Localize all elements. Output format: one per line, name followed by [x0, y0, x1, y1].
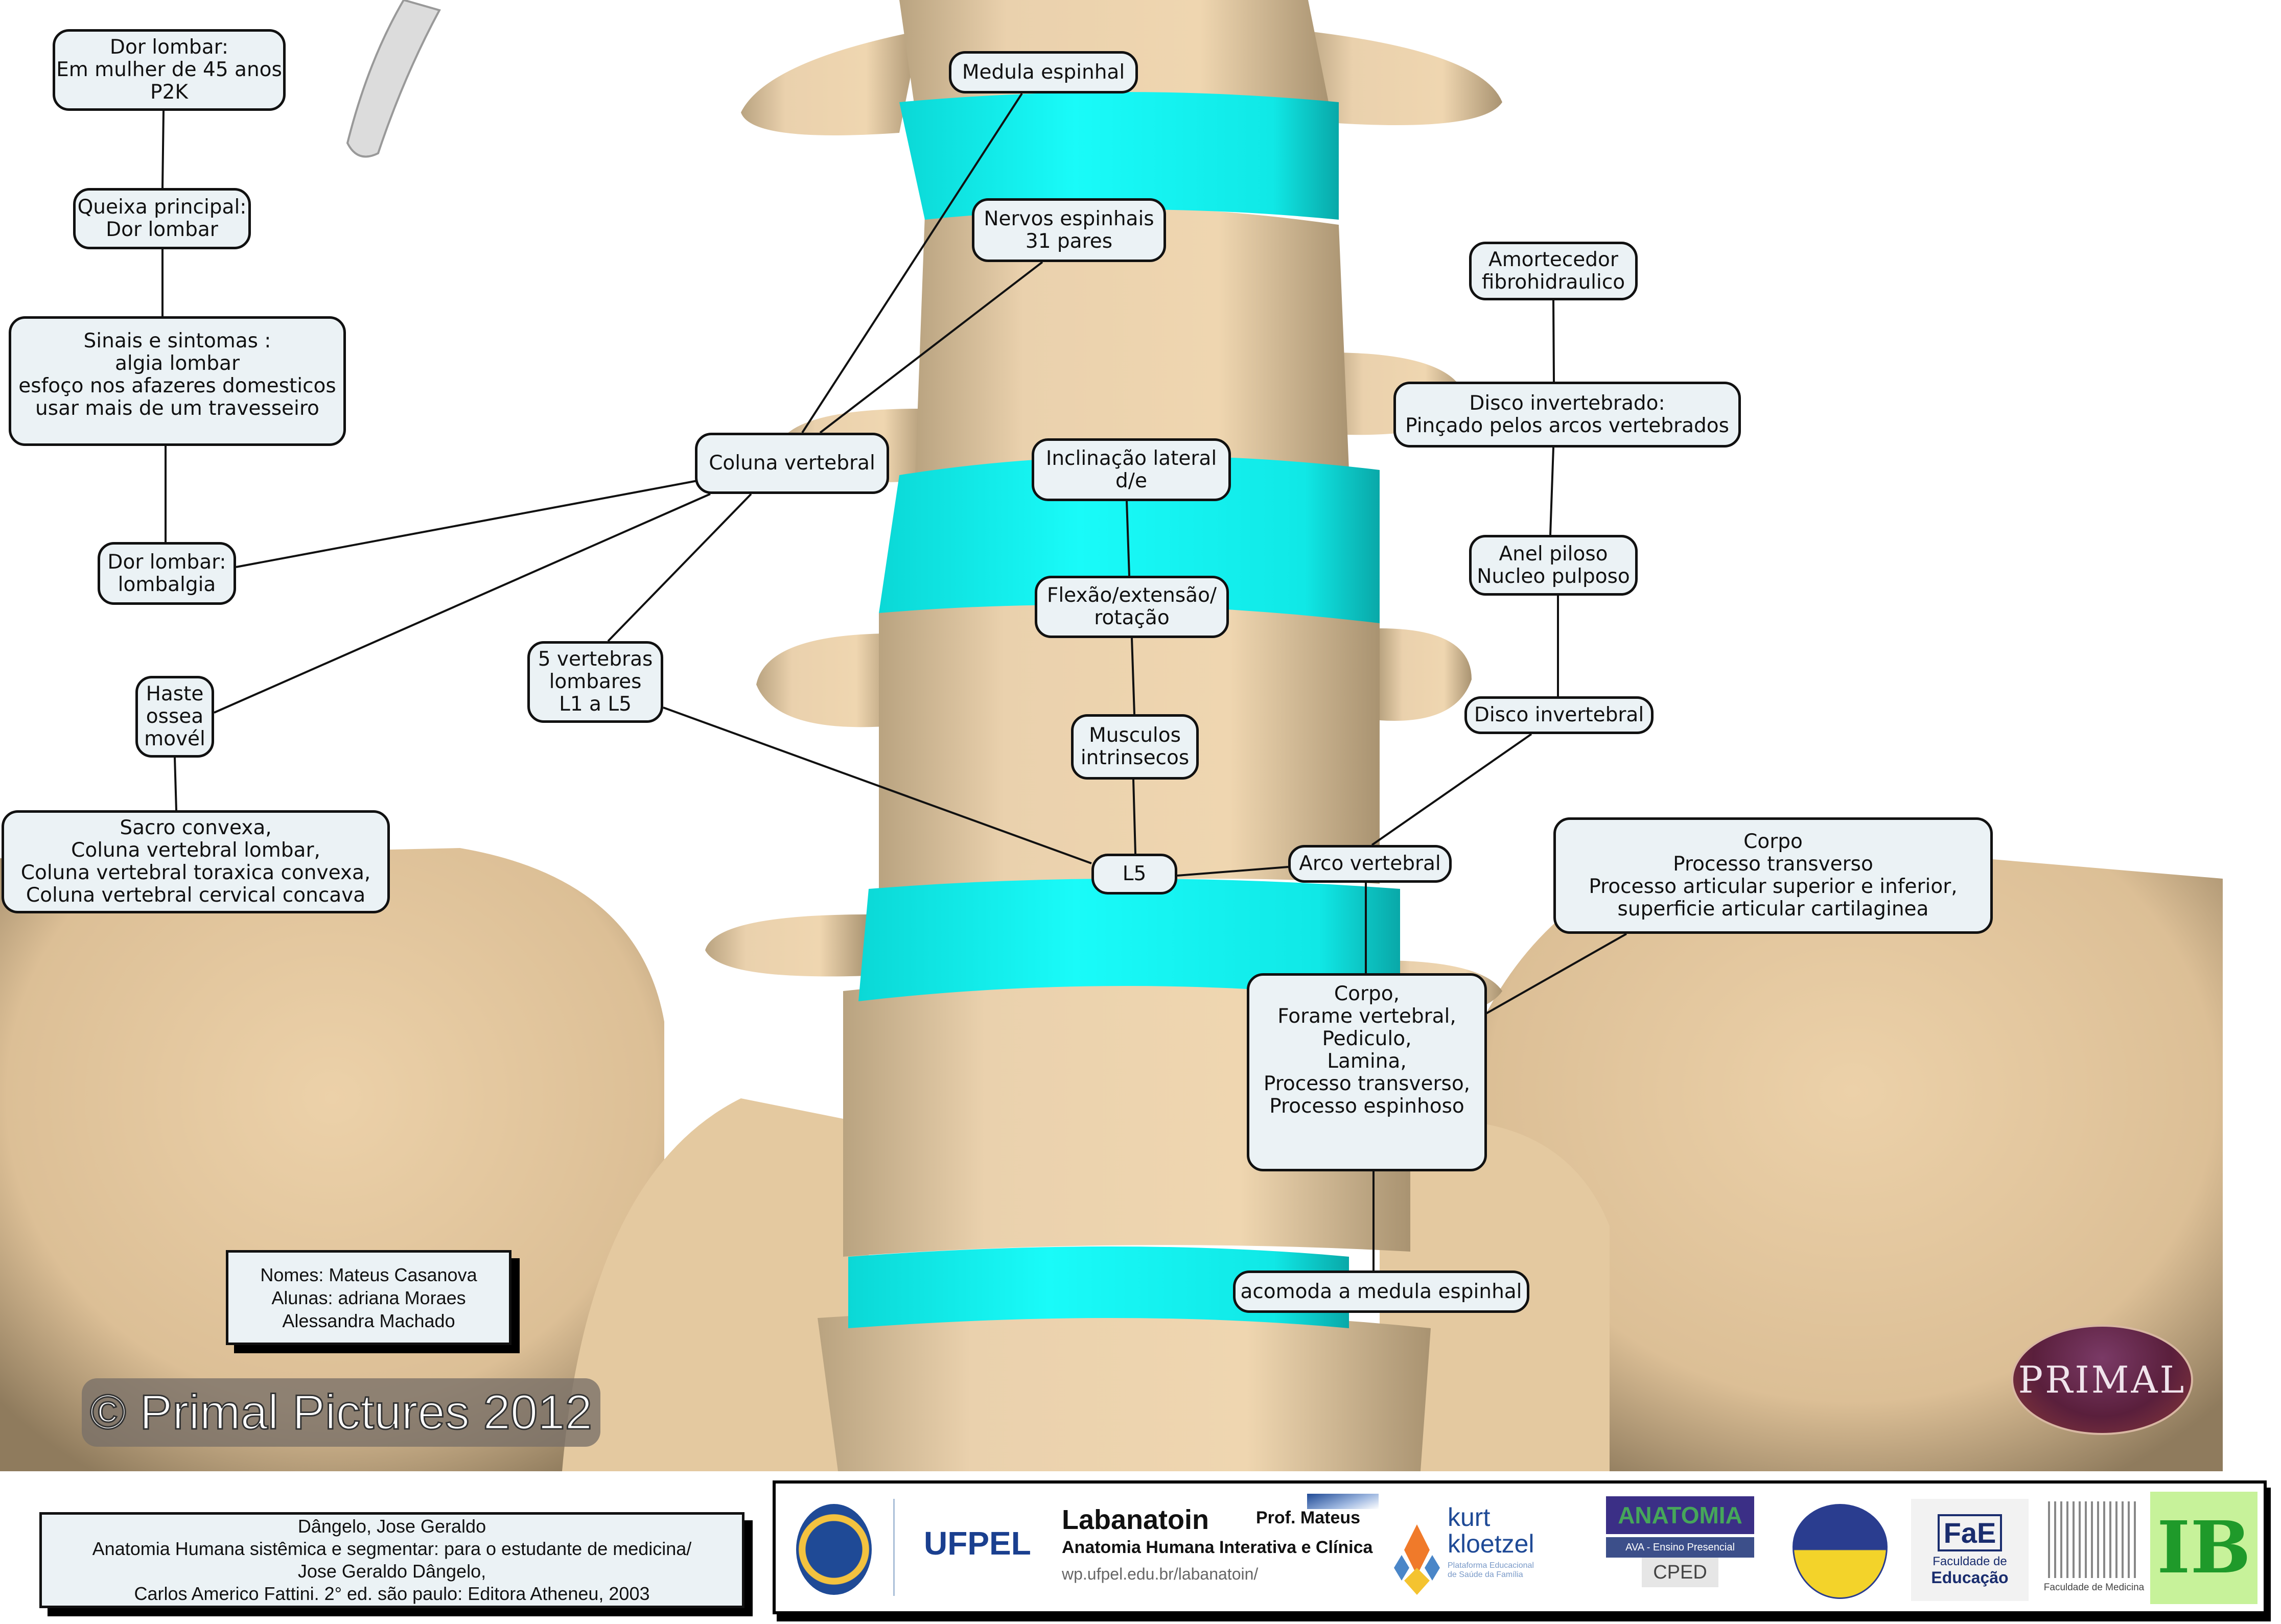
faculdade-medicina-logo: Faculdade de Medicina	[2038, 1494, 2150, 1601]
lumbar-vertebrae-node: 5 vertebras lombares L1 a L5	[527, 641, 663, 723]
fae-label: Educação	[1931, 1568, 2009, 1587]
vertebral-arch-node: Arco vertebral	[1288, 845, 1452, 883]
spinal-nerves-node: Nervos espinhais 31 pares	[972, 198, 1166, 262]
connector-lines	[161, 92, 1627, 1270]
intervertebral-disc	[848, 1246, 1349, 1328]
labanatoin-url[interactable]: wp.ufpel.edu.br/labanatoin/	[1062, 1565, 1259, 1583]
haste-node: Haste ossea movél	[135, 676, 214, 758]
vertebra-l5-lower	[818, 1310, 1431, 1471]
ufpel-wordmark: UFPEL	[924, 1525, 1031, 1562]
labanatoin-title: Labanatoin	[1062, 1504, 1209, 1535]
sacral-left	[562, 1098, 869, 1471]
shock-absorber-node: Amortecedor fibrohidraulico	[1469, 242, 1638, 300]
fae-mark: FaE	[1937, 1514, 2003, 1551]
chief-complaint-node: Queixa principal: Dor lombar	[73, 188, 251, 249]
reference-line: Anatomia Humana sistêmica e segmentar: p…	[92, 1538, 692, 1559]
ava-label: AVA - Ensino Presencial	[1606, 1537, 1754, 1558]
fae-label: Faculdade de	[1933, 1554, 2007, 1568]
l5-node: L5	[1091, 854, 1177, 895]
kurt-kloetzel-tagline: Plataforma Educacional de Saúde da Famíl…	[1448, 1561, 1534, 1579]
prof-stripe-decoration	[1307, 1494, 1379, 1509]
ib-mark: IB	[2157, 1506, 2251, 1590]
divider	[893, 1499, 895, 1596]
intervertebral-disc	[899, 92, 1339, 220]
cped-label: CPED	[1642, 1558, 1718, 1587]
fae-logo: FaE Faculdade de Educação	[1911, 1499, 2029, 1601]
pinched-disc-node: Disco invertebrado: Pinçado pelos arcos …	[1393, 382, 1741, 448]
rib-tip	[346, 0, 441, 158]
houses-spinal-cord-node: acomoda a medula espinhal	[1233, 1270, 1529, 1313]
authors-line: Nomes: Mateus Casanova	[260, 1264, 477, 1285]
ib-logo: IB	[2150, 1492, 2257, 1604]
authors-box: Nomes: Mateus Casanova Alunas: adriana M…	[226, 1250, 511, 1345]
signs-symptoms-node: Sinais e sintomas : algia lombar esfoço …	[9, 316, 346, 446]
lateral-inclination-node: Inclinação lateral d/e	[1032, 438, 1231, 501]
curvatures-node: Sacro convexa, Coluna vertebral lombar, …	[2, 810, 390, 913]
reference-line: Carlos Americo Fattini. 2° ed. são paulo…	[134, 1583, 650, 1604]
annulus-nucleus-node: Anel piloso Nucleo pulposo	[1469, 535, 1638, 596]
right-iliac-wing	[1482, 838, 2223, 1471]
primal-logo-text: PRIMAL	[2018, 1358, 2186, 1401]
intervertebral-disc-node: Disco invertebral	[1464, 696, 1654, 734]
intervertebral-disc	[858, 879, 1400, 1001]
kurt-kloetzel-logo: kurt kloetzel Plataforma Educacional de …	[1448, 1504, 1534, 1580]
reference-line: Jose Geraldo Dângelo,	[297, 1561, 486, 1582]
reference-line: Dângelo, Jose Geraldo	[297, 1516, 486, 1537]
anatomia-label: ANATOMIA	[1606, 1496, 1754, 1534]
ufpel-seal-logo	[796, 1504, 872, 1595]
transverse-process	[1380, 628, 1472, 721]
transverse-process	[1303, 31, 1502, 125]
famed-label: Faculdade de Medicina	[2043, 1582, 2145, 1593]
transverse-process	[756, 633, 899, 727]
prof-label: Prof. Mateus	[1256, 1508, 1361, 1527]
labanatoin-logo: Labanatoin Anatomia Humana Interativa e …	[1062, 1504, 1372, 1584]
flexion-extension-node: Flexão/extensão/ rotação	[1035, 576, 1229, 638]
kurt-kloetzel-icon	[1394, 1524, 1440, 1595]
vertebra-parts-node: Corpo, Forame vertebral, Pediculo, Lamin…	[1247, 973, 1487, 1171]
institution-logos-strip: UFPEL Labanatoin Anatomia Humana Interat…	[773, 1480, 2267, 1614]
authors-line: Alunas: adriana Moraes	[271, 1287, 466, 1308]
vertebral-column-node: Coluna vertebral	[695, 433, 889, 494]
reference-box: Dângelo, Jose Geraldo Anatomia Humana si…	[39, 1512, 744, 1608]
labanatoin-subtitle: Anatomia Humana Interativa e Clínica	[1062, 1538, 1373, 1557]
lombalgia-node: Dor lombar: lombalgia	[98, 542, 236, 605]
body-processes-node: Corpo Processo transverso Processo artic…	[1553, 817, 1993, 934]
transverse-process	[741, 31, 920, 135]
crest-logo	[1793, 1504, 1888, 1599]
kurt-kloetzel-name: kurt kloetzel	[1448, 1503, 1534, 1558]
building-icon	[2048, 1501, 2140, 1578]
transverse-process	[705, 914, 869, 977]
primal-logo: PRIMAL	[2011, 1325, 2193, 1435]
left-iliac-wing	[0, 848, 664, 1471]
authors-line: Alessandra Machado	[282, 1310, 455, 1331]
intervertebral-disc	[879, 456, 1380, 623]
anatomia-cped-logo: ANATOMIA AVA - Ensino Presencial CPED	[1606, 1496, 1754, 1587]
intrinsic-muscles-node: Musculos intrinsecos	[1071, 714, 1199, 780]
case-node: Dor lombar: Em mulher de 45 anos P2K	[53, 29, 286, 111]
primal-pictures-watermark: © Primal Pictures 2012	[82, 1378, 600, 1447]
spinal-cord-node: Medula espinhal	[949, 51, 1138, 93]
